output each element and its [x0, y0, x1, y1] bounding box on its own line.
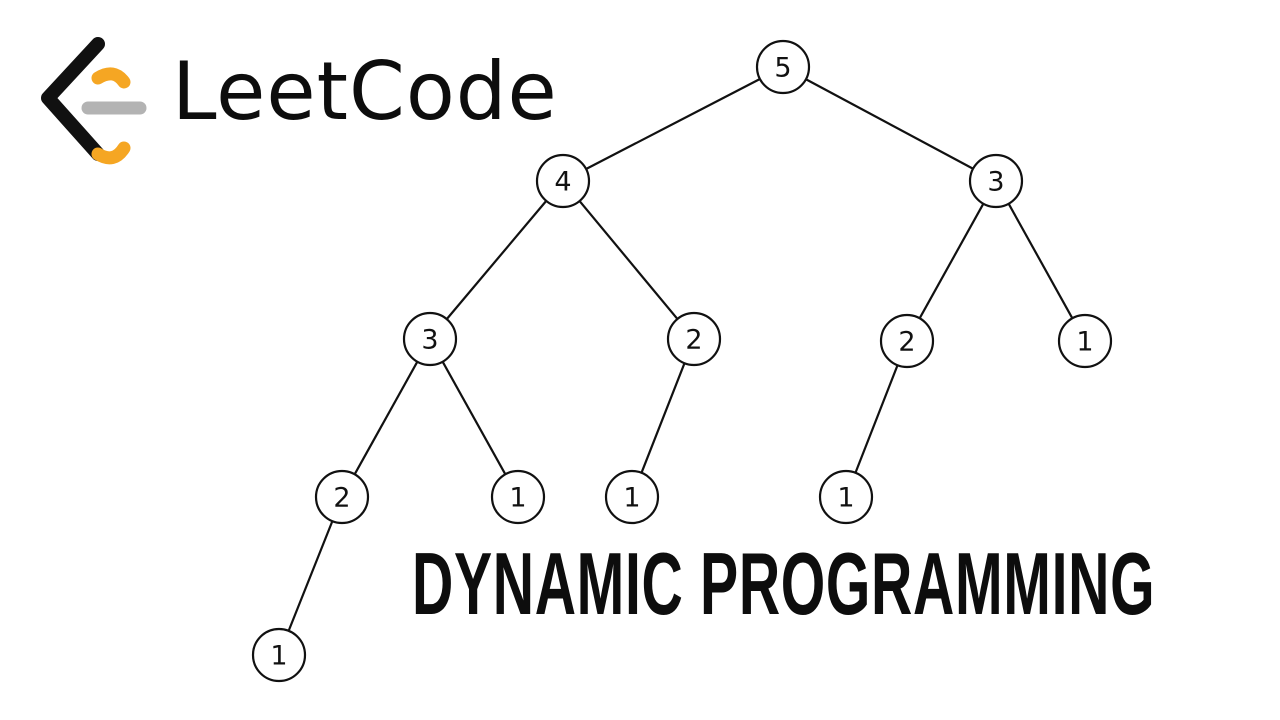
tree-node-circle	[490, 469, 546, 525]
tree-edges	[287, 77, 1074, 632]
tree-node-label: 2	[898, 327, 915, 358]
tree-nodes: 5 4 3 3 2 2 1 2 1 1 1 1	[251, 39, 1113, 683]
tree-node-circle	[818, 469, 874, 525]
tree-edge	[287, 520, 334, 632]
tree-edge	[441, 361, 507, 475]
tree-node-circle	[968, 153, 1024, 209]
tree-node: 1	[1057, 313, 1113, 369]
tree-node-label: 1	[623, 483, 640, 514]
tree-node: 1	[251, 627, 307, 683]
tree-node: 4	[535, 153, 591, 209]
tree-edge	[1007, 203, 1074, 319]
tree-node: 1	[490, 469, 546, 525]
headline-title: DYNAMIC PROGRAMMING	[412, 534, 1156, 633]
tree-node-label: 1	[509, 483, 526, 514]
tree-edge	[854, 364, 899, 474]
tree-edge	[445, 200, 548, 320]
tree-node-circle	[666, 311, 722, 367]
tree-edge	[918, 203, 985, 319]
tree-node-circle	[755, 39, 811, 95]
tree-node-circle	[251, 627, 307, 683]
tree-edge	[578, 200, 679, 320]
tree-node: 1	[818, 469, 874, 525]
tree-node-label: 2	[333, 483, 350, 514]
tree-node-label: 4	[554, 167, 571, 198]
tree-node-label: 1	[270, 641, 287, 672]
tree-node-label: 3	[421, 325, 438, 356]
tree-node: 2	[314, 469, 370, 525]
tree-node-circle	[604, 469, 660, 525]
leetcode-logo: LeetCode	[36, 36, 558, 166]
tree-node: 1	[604, 469, 660, 525]
tree-node-label: 2	[685, 325, 702, 356]
tree-node-circle	[314, 469, 370, 525]
tree-edge	[585, 77, 761, 171]
tree-node: 3	[968, 153, 1024, 209]
tree-node: 3	[402, 311, 458, 367]
tree-node-circle	[402, 311, 458, 367]
logo-wordmark: LeetCode	[172, 45, 558, 138]
tree-node-label: 5	[774, 53, 791, 84]
tree-node: 2	[666, 311, 722, 367]
tree-edge	[640, 362, 686, 474]
tree-node-circle	[1057, 313, 1113, 369]
tree-node-label: 3	[987, 167, 1004, 198]
tree-node-circle	[535, 153, 591, 209]
tree-node-label: 1	[1076, 327, 1093, 358]
tree-edge	[353, 361, 419, 475]
tree-node: 2	[879, 313, 935, 369]
tree-node-circle	[879, 313, 935, 369]
tree-node: 5	[755, 39, 811, 95]
leetcode-logo-icon	[41, 37, 147, 165]
tree-edge	[805, 78, 974, 170]
tree-node-label: 1	[837, 483, 854, 514]
